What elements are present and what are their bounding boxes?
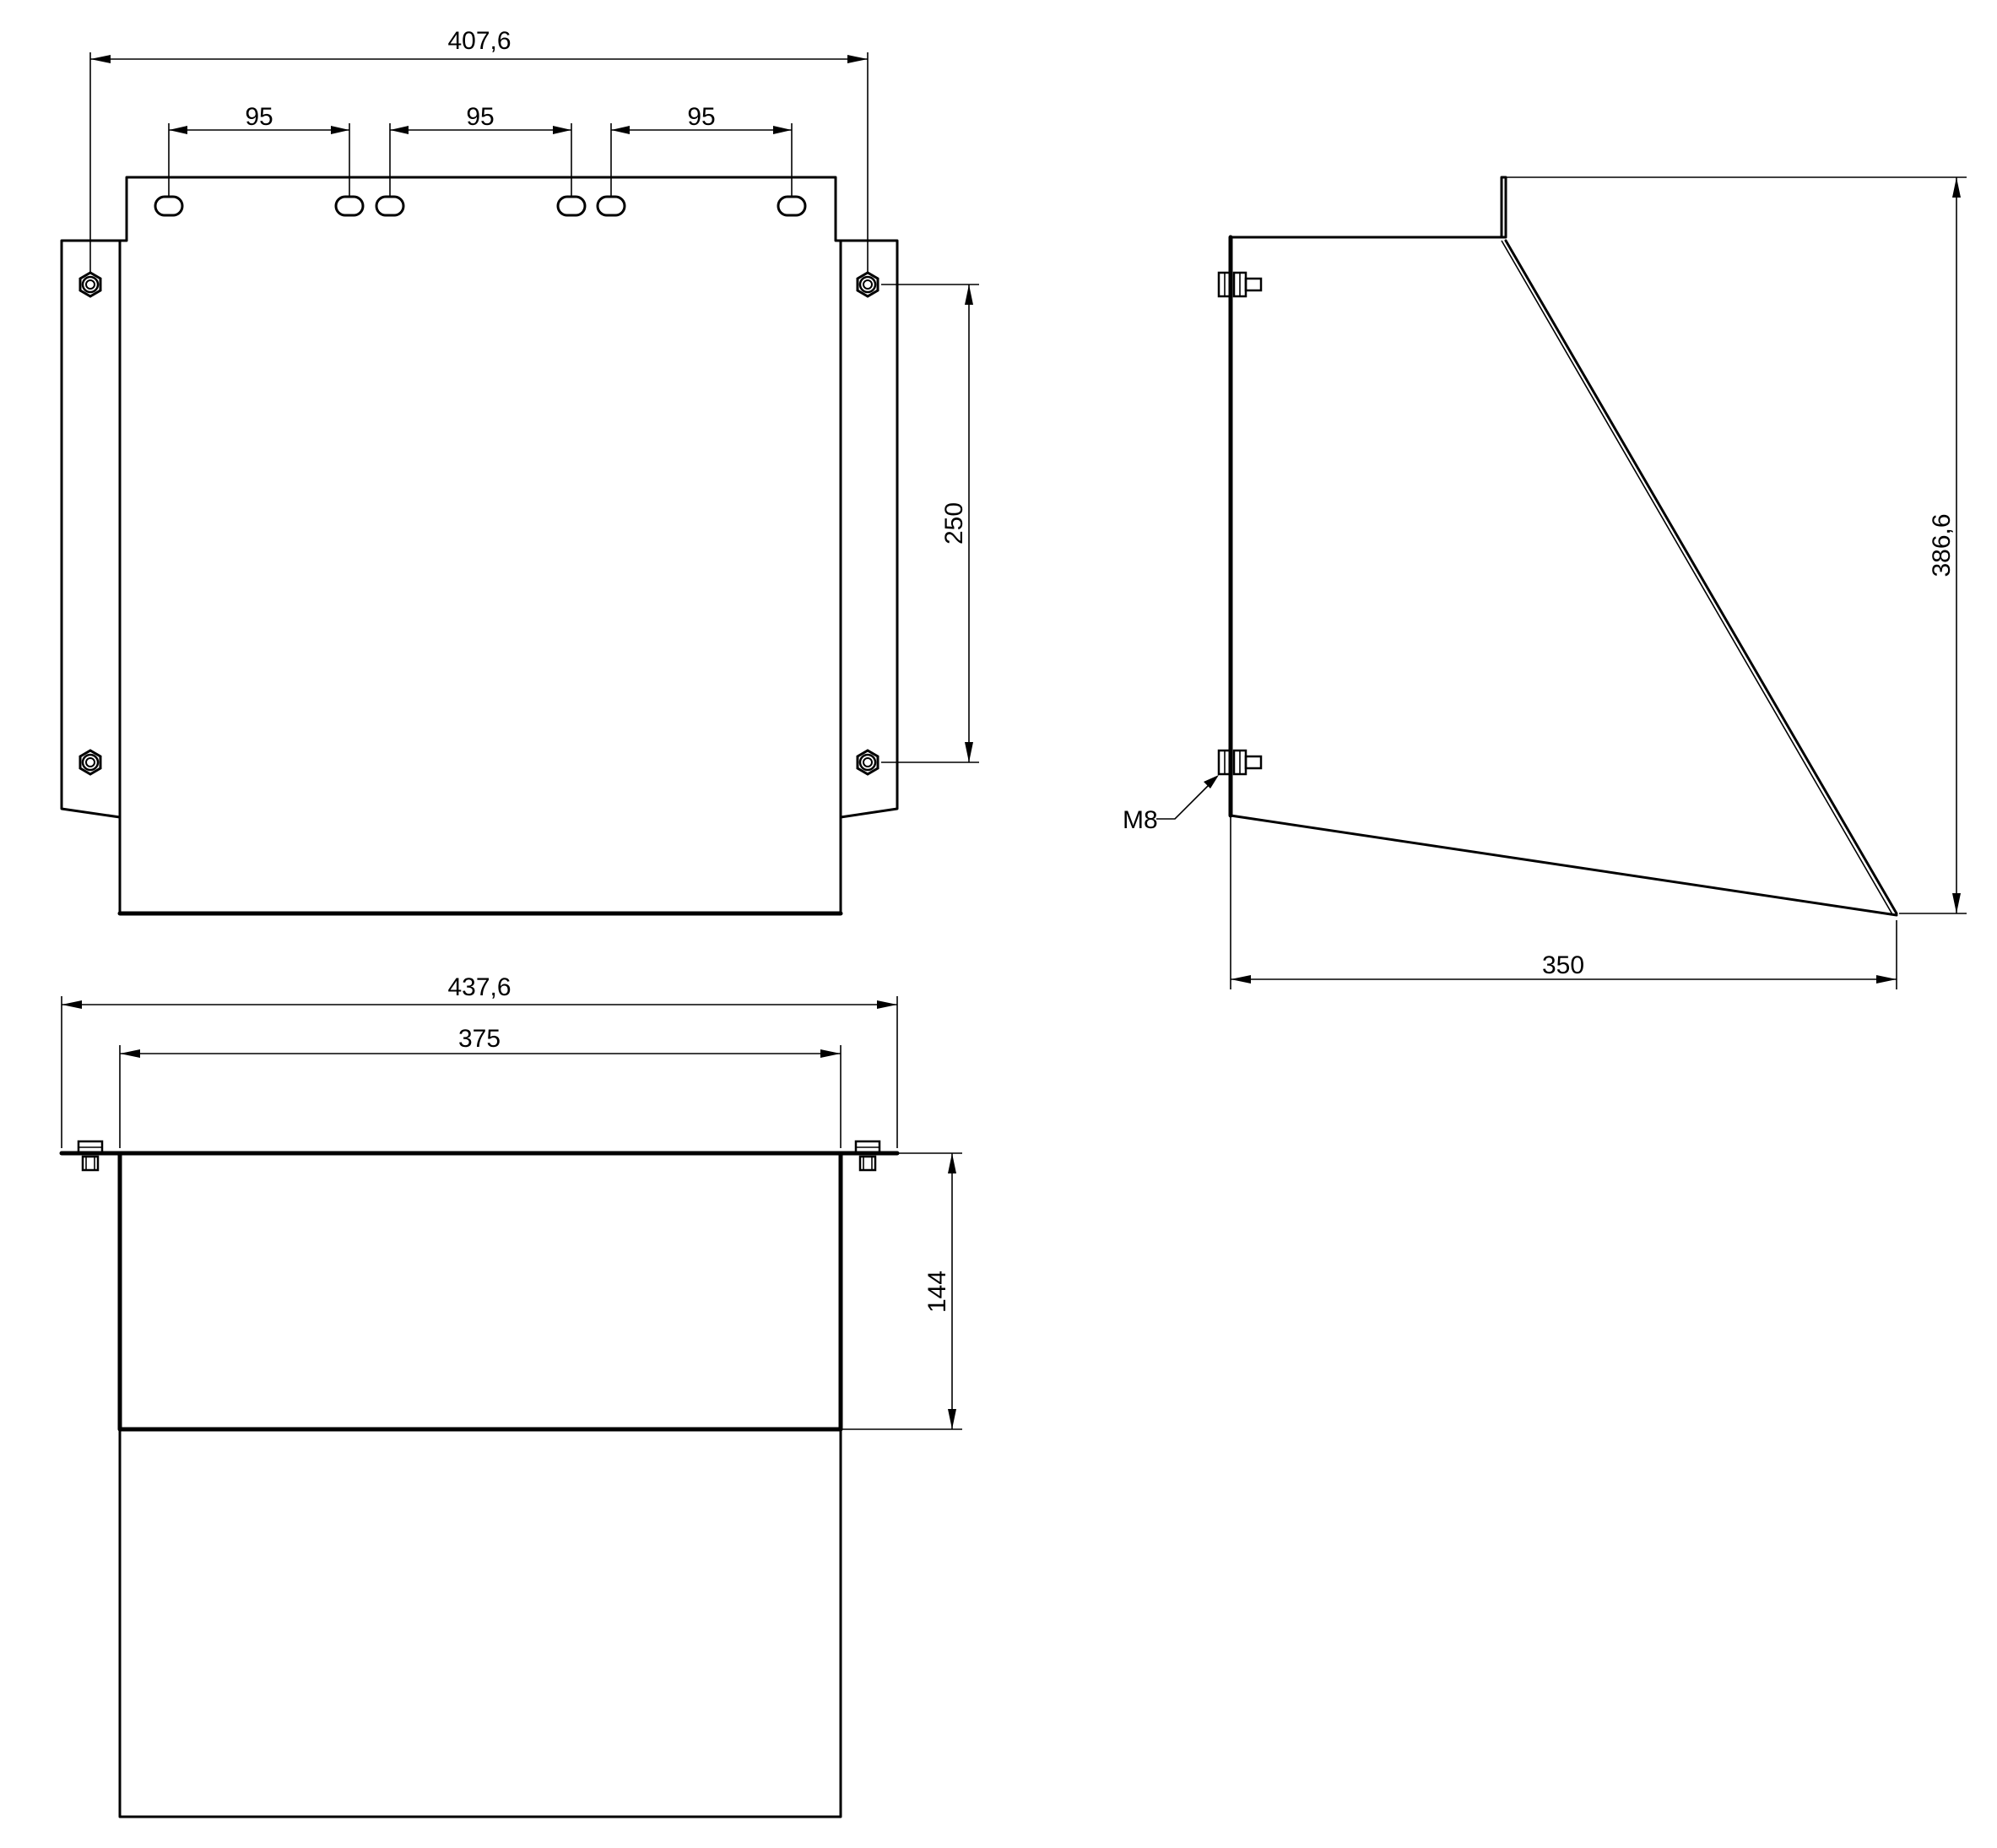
dimension-label: 95	[687, 103, 715, 131]
dimension-label: 95	[466, 103, 494, 131]
dimension-height: 386,6	[1504, 176, 1967, 914]
hex-nut-icon	[78, 749, 102, 776]
dimension-depth: 144	[842, 1152, 962, 1430]
side-view: M8 386,6 350	[1123, 176, 1967, 989]
slot	[375, 195, 405, 217]
dimension-label: 95	[245, 103, 273, 131]
dimension-slot-spacing-2: 95	[389, 103, 572, 196]
dimension-label: 250	[940, 502, 968, 545]
dimension-slot-spacing-3: 95	[610, 103, 793, 196]
fastener-label: M8	[1123, 806, 1158, 834]
side-view-bottom-edge	[1229, 814, 1898, 917]
slot	[334, 195, 365, 217]
bolt-icon	[854, 1140, 881, 1172]
dimension-label: 437,6	[447, 973, 511, 1001]
dimension-label: 350	[1542, 951, 1584, 979]
hex-nut-icon	[856, 749, 879, 776]
top-view: 437,6 375 144	[59, 973, 962, 1818]
slot	[596, 195, 626, 217]
slot	[154, 195, 184, 217]
bolt-icon	[77, 1140, 104, 1172]
dimension-overall-width: 437,6	[61, 973, 898, 1148]
bolt-icon	[1217, 271, 1263, 298]
slot	[556, 195, 587, 217]
dimension-hole-spacing: 250	[881, 284, 979, 763]
top-view-lower-body	[118, 1428, 842, 1818]
front-view: 407,6 95 95 95	[60, 27, 979, 916]
side-view-sloped-front	[1504, 239, 1898, 915]
side-view-top-lip	[1500, 176, 1507, 239]
dimension-label: 375	[458, 1025, 501, 1053]
bolt-icon	[1217, 749, 1263, 776]
fastener-callout: M8	[1123, 775, 1219, 834]
dimension-depth: 350	[1230, 816, 1897, 989]
front-view-body-outline	[118, 176, 842, 915]
dimension-inner-width: 375	[119, 1025, 842, 1148]
top-view-inner-box	[117, 1151, 843, 1432]
dimension-label: 386,6	[1928, 513, 1956, 577]
dimension-overall-width: 407,6	[89, 27, 869, 272]
hex-nut-icon	[856, 271, 879, 298]
front-view-right-flange	[839, 239, 899, 819]
hex-nut-icon	[78, 271, 102, 298]
dimension-slot-spacing-1: 95	[168, 103, 350, 196]
front-view-left-flange	[60, 239, 122, 819]
dimension-label: 407,6	[447, 27, 511, 55]
slot	[777, 195, 807, 217]
dimension-label: 144	[923, 1271, 951, 1313]
side-view-sloped-front-inner	[1501, 240, 1893, 915]
